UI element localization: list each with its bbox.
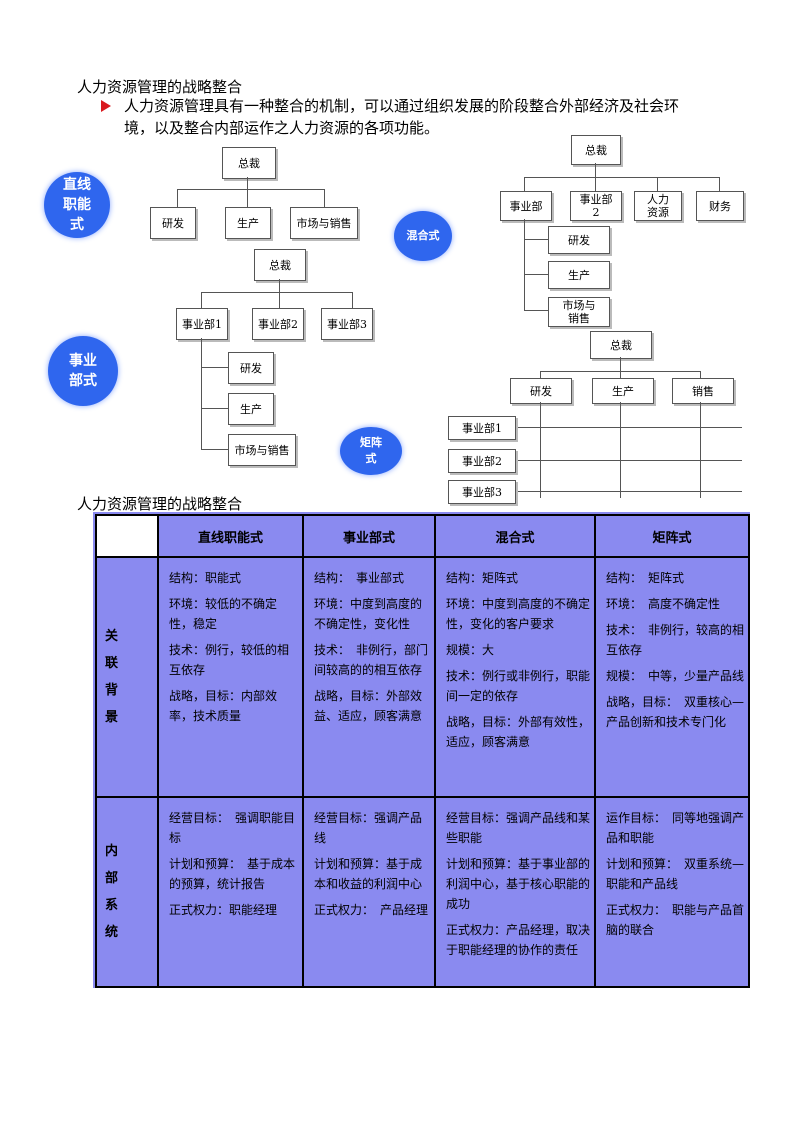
table-column-header: 混合式 — [434, 514, 596, 558]
chart1-root: 总裁 — [222, 147, 276, 179]
table-column-header: 直线职能式 — [157, 514, 304, 558]
chart2-division: 事业部3 — [321, 308, 373, 340]
chart2-sub: 市场与销售 — [228, 434, 296, 466]
bubble-divisional: 事业部式 — [48, 336, 118, 406]
table-corner — [95, 514, 159, 558]
chart3-sub: 研发 — [548, 226, 610, 254]
bubble-hybrid: 混合式 — [394, 211, 452, 261]
chart4-column: 研发 — [510, 378, 572, 404]
table-column-header: 事业部式 — [302, 514, 436, 558]
table-row: 内部系统 经营目标： 强调职能目标计划和预算： 基于成本的预算，统计报告正式权力… — [95, 796, 750, 988]
chart3-root: 总裁 — [571, 135, 621, 165]
table-row-label: 关联背景 — [95, 556, 159, 798]
comparison-table: 直线职能式 事业部式 混合式 矩阵式 关联背景 结构：职能式环境：较低的不确定性… — [95, 514, 750, 988]
bubble-functional: 直线职能式 — [44, 172, 110, 238]
table-row-label: 内部系统 — [95, 796, 159, 988]
table-cell: 运作目标： 同等地强调产品和职能计划和预算： 双重系统—职能和产品线正式权力： … — [594, 796, 750, 988]
chart2-sub: 研发 — [228, 352, 274, 384]
table-cell: 经营目标：强调产品线计划和预算：基于成本和收益的利润中心正式权力： 产品经理 — [302, 796, 436, 988]
chart3-child: 财务 — [696, 191, 744, 221]
table-cell: 经营目标： 强调职能目标计划和预算： 基于成本的预算，统计报告正式权力：职能经理 — [157, 796, 304, 988]
bubble-matrix: 矩阵式 — [340, 427, 402, 475]
chart4-row: 事业部1 — [448, 416, 516, 440]
table-cell: 结构：职能式环境：较低的不确定性，稳定技术：例行，较低的相互依存战略，目标：内部… — [157, 556, 304, 798]
chart2-division: 事业部2 — [252, 308, 304, 340]
chart4-row: 事业部3 — [448, 480, 516, 504]
chart3-child: 事业部 — [500, 191, 552, 221]
chart2-division: 事业部1 — [176, 308, 228, 340]
chart2-sub: 生产 — [228, 393, 274, 425]
chart4-root: 总裁 — [590, 331, 652, 359]
chart3-child: 人力资源 — [634, 191, 682, 221]
chart2-root: 总裁 — [254, 249, 306, 281]
table-column-header: 矩阵式 — [594, 514, 750, 558]
bullet-text-line2: 境，以及整合内部运作之人力资源的各项功能。 — [124, 119, 440, 137]
chart4-column: 销售 — [672, 378, 734, 404]
chart4-column: 生产 — [592, 378, 654, 404]
chart4-row: 事业部2 — [448, 449, 516, 473]
table-cell: 经营目标：强调产品线和某些职能计划和预算：基于事业部的利润中心，基于核心职能的成… — [434, 796, 596, 988]
bullet-text-line1: 人力资源管理具有一种整合的机制，可以通过组织发展的阶段整合外部经济及社会环 — [124, 97, 680, 115]
table-cell: 结构： 事业部式环境：中度到高度的不确定性，变化性技术： 非例行，部门间较高的的… — [302, 556, 436, 798]
red-arrow-bullet-icon — [101, 100, 111, 112]
table-row: 关联背景 结构：职能式环境：较低的不确定性，稳定技术：例行，较低的相互依存战略，… — [95, 556, 750, 798]
chart3-sub: 生产 — [548, 261, 610, 289]
chart3-sub: 市场与销售 — [548, 297, 610, 327]
chart1-child: 市场与销售 — [290, 207, 358, 239]
table-cell: 结构：矩阵式环境：中度到高度的不确定性，变化的客户要求规模：大技术：例行或非例行… — [434, 556, 596, 798]
section-heading-2: 人力资源管理的战略整合 — [77, 495, 243, 513]
table-cell: 结构： 矩阵式环境： 高度不确定性技术： 非例行，较高的相互依存规模： 中等，少… — [594, 556, 750, 798]
section-heading: 人力资源管理的战略整合 — [77, 78, 243, 96]
chart1-child: 生产 — [225, 207, 271, 239]
chart3-child: 事业部2 — [570, 191, 622, 221]
chart1-child: 研发 — [150, 207, 196, 239]
